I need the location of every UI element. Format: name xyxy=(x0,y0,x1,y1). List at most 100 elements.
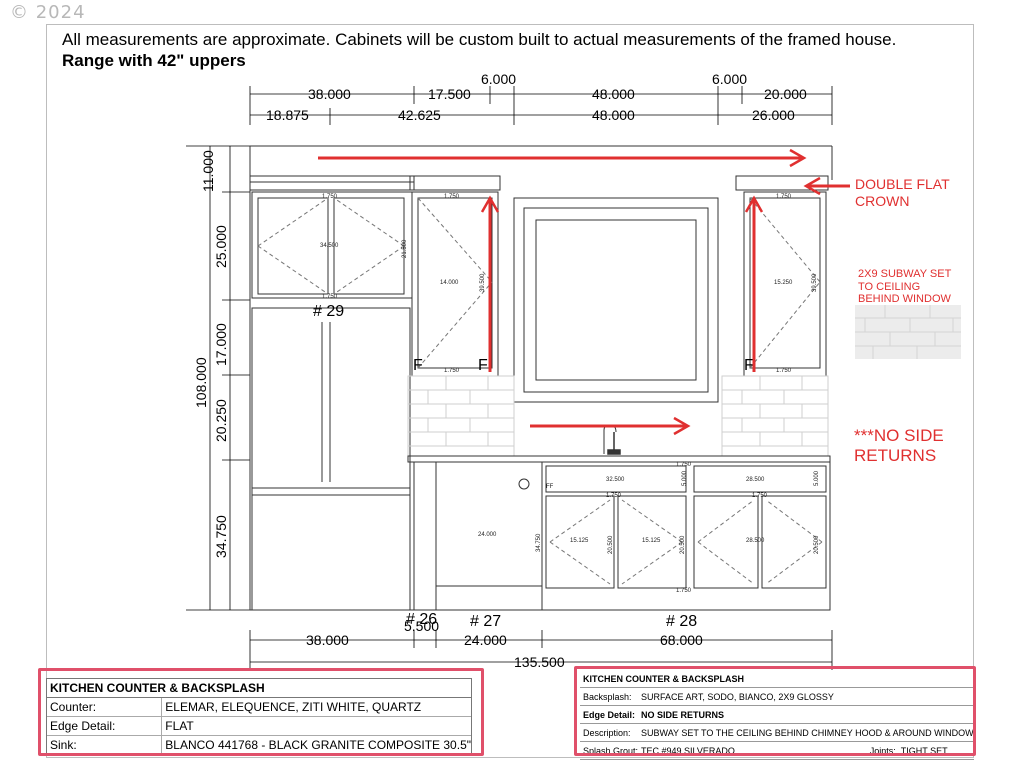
tile-pattern xyxy=(855,305,961,359)
dim-bottom-38: 38.000 xyxy=(306,632,349,648)
row-value: SURFACE ART, SODO, BIANCO, 2X9 GLOSSY xyxy=(638,687,974,706)
dim-door-4: 15.125 xyxy=(642,538,661,544)
dim-left-34-75: 34.750 xyxy=(213,515,229,558)
cabinet-label-27: # 27 xyxy=(470,613,501,630)
bottom-dimension-lines xyxy=(249,630,833,670)
row-key: Edge Detail: xyxy=(580,705,639,724)
dim-left-17: 17.000 xyxy=(213,323,229,366)
dim-door-8: 20.500 xyxy=(814,535,820,554)
row-value: BLANCO 441768 - BLACK GRANITE COMPOSITE … xyxy=(161,735,471,754)
dim-door-3: 20.500 xyxy=(608,535,614,554)
table-row: Backsplash: SURFACE ART, SODO, BIANCO, 2… xyxy=(580,687,974,706)
dim-um-3: 39.500 xyxy=(480,273,486,292)
dim-bottom-total: 135.500 xyxy=(514,654,565,670)
dim-top-38: 38.000 xyxy=(308,86,351,102)
dim-top-48-b: 48.000 xyxy=(592,107,635,123)
dim-um-1: 1.750 xyxy=(444,194,460,200)
table-row: Counter: ELEMAR, ELEQUENCE, ZITI WHITE, … xyxy=(47,697,471,717)
table-row: Edge Detail: FLAT xyxy=(47,716,471,736)
countertop xyxy=(407,424,831,463)
dim-ur-1: 1.750 xyxy=(776,194,792,200)
dim-sd-3: 5.000 xyxy=(682,470,688,486)
filler-f-2: F xyxy=(478,357,488,374)
drawing-sheet xyxy=(46,24,974,758)
dim-door-9: 1.750 xyxy=(676,588,692,594)
no-side-returns-l1: ***NO SIDE xyxy=(854,426,944,445)
row-value: ELEMAR, ELEQUENCE, ZITI WHITE, QUARTZ xyxy=(161,697,471,717)
table-row: Sink: BLANCO 441768 - BLACK GRANITE COMP… xyxy=(47,735,471,754)
measurement-note: All measurements are approximate. Cabine… xyxy=(62,30,897,49)
dim-base-height: 34.750 xyxy=(536,533,542,552)
left-dimension-lines xyxy=(186,145,250,611)
dim-left-25: 25.000 xyxy=(213,225,229,268)
cabinet-label-26: # 26 xyxy=(406,611,437,628)
crown-note-l2: CROWN xyxy=(855,193,909,209)
dim-ur-4: 1.750 xyxy=(776,368,792,374)
dim-um-4: 1.750 xyxy=(444,368,460,374)
dim-door-2: 15.125 xyxy=(570,538,589,544)
dim-door-7: 28.500 xyxy=(746,538,765,544)
dim-top-26: 26.000 xyxy=(752,107,795,123)
row-value: SUBWAY SET TO THE CEILING BEHIND CHIMNEY… xyxy=(638,723,974,742)
joints-val: TIGHT SET xyxy=(900,745,948,756)
counter-spec-table: KITCHEN COUNTER & BACKSPLASH Counter: EL… xyxy=(46,678,472,755)
dim-ul-1: 1.750 xyxy=(322,194,338,200)
cabinet-label-28: # 28 xyxy=(666,613,697,630)
dim-rd-1: 28.500 xyxy=(746,477,765,483)
dim-top-48-a: 48.000 xyxy=(592,86,635,102)
dim-sd-1: 1.750 xyxy=(676,462,692,468)
row-key: Backsplash: xyxy=(580,687,639,706)
backsplash-table-highlight xyxy=(574,666,976,756)
backsplash-tiles xyxy=(407,375,829,457)
filler-f-3: F xyxy=(744,357,754,374)
dim-left-20-25: 20.250 xyxy=(213,399,229,442)
row-key: Edge Detail: xyxy=(47,716,163,736)
dim-bottom-24: 24.000 xyxy=(464,632,507,648)
faucet-icon xyxy=(607,432,621,455)
dim-bottom-68: 68.000 xyxy=(660,632,703,648)
red-arrows xyxy=(318,148,850,436)
dim-ul-3: 1.750 xyxy=(322,294,338,300)
counter-table-highlight xyxy=(38,668,484,756)
dim-top-6-left: 6.000 xyxy=(481,71,516,87)
dim-top-6-right: 6.000 xyxy=(712,71,747,87)
backsplash-table-title: KITCHEN COUNTER & BACKSPLASH xyxy=(580,670,974,688)
table-row: Description: SUBWAY SET TO THE CEILING B… xyxy=(580,723,974,742)
dim-top-17-5: 17.500 xyxy=(428,86,471,102)
row-key: Description: xyxy=(580,723,639,742)
dim-ul-4: 21.500 xyxy=(402,239,408,258)
crown-note-l1: DOUBLE FLAT xyxy=(855,176,950,192)
row-key: Sink: xyxy=(47,735,163,754)
dim-rd-2: 5.000 xyxy=(814,470,820,486)
cabinet-label-29: # 29 xyxy=(313,303,344,320)
dim-dishwasher: 24.000 xyxy=(478,532,497,538)
dim-top-42-625: 42.625 xyxy=(398,107,441,123)
dim-door-5: 20.500 xyxy=(680,535,686,554)
joints-key: Joints: xyxy=(869,745,896,756)
top-dimension-lines xyxy=(249,86,833,125)
subway-note-l3: BEHIND WINDOW xyxy=(858,293,952,305)
refrigerator xyxy=(251,307,411,611)
range-note: Range with 42" uppers xyxy=(62,51,246,70)
subway-tile-swatch xyxy=(855,305,961,359)
dim-ul-2: 34.500 xyxy=(320,243,339,249)
dim-left-108: 108.000 xyxy=(193,357,209,408)
dim-top-20: 20.000 xyxy=(764,86,807,102)
row-value: NO SIDE RETURNS xyxy=(638,705,974,724)
row-value: FLAT xyxy=(161,716,471,736)
dim-sd-2: 32.500 xyxy=(606,477,625,483)
table-row: Edge Detail: NO SIDE RETURNS xyxy=(580,705,974,724)
subway-note-l2: TO CEILING xyxy=(858,281,920,293)
dim-ur-2: 15.250 xyxy=(774,280,793,286)
dim-bottom-5-5: 5.500 xyxy=(404,618,439,634)
no-side-returns-l2: RETURNS xyxy=(854,446,936,465)
dim-um-2: 14.000 xyxy=(440,280,459,286)
copyright-watermark: © 2024 xyxy=(10,2,86,23)
filler-f-1: F xyxy=(413,357,423,374)
row-key: Counter: xyxy=(47,697,163,717)
base-cabinets xyxy=(250,461,831,611)
dim-ur-3: 39.500 xyxy=(812,273,818,292)
dim-door-1: 1.750 xyxy=(606,493,622,499)
ff-label: FF xyxy=(546,484,554,490)
